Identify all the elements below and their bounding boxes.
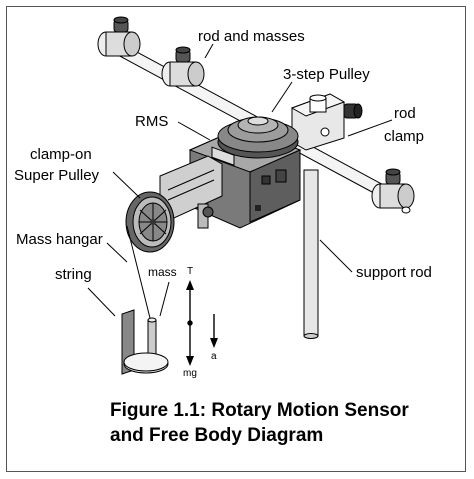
rod-mass-middle bbox=[161, 46, 205, 87]
label-rod-and-masses: rod and masses bbox=[198, 28, 305, 45]
rod-mass-left bbox=[97, 16, 141, 57]
label-string: string bbox=[55, 266, 92, 283]
label-rms: RMS bbox=[135, 113, 169, 130]
fbd-weight-label: mg bbox=[183, 368, 197, 379]
label-3-step-pulley: 3-step Pulley bbox=[283, 66, 370, 83]
free-body-diagram bbox=[186, 280, 218, 366]
three-step-pulley bbox=[217, 116, 299, 159]
figure-caption-line1: Figure 1.1: Rotary Motion Sensor bbox=[110, 400, 409, 421]
super-pulley-bracket bbox=[159, 155, 223, 229]
label-mass: mass bbox=[148, 265, 177, 279]
label-mass-hangar: Mass hangar bbox=[16, 231, 103, 248]
super-pulley-wheel bbox=[125, 191, 175, 253]
support-rod bbox=[303, 169, 319, 339]
rod-mass-right bbox=[371, 168, 415, 214]
string-line bbox=[126, 225, 151, 319]
label-super-pulley: Super Pulley bbox=[14, 167, 100, 184]
label-rod-clamp-line2: clamp bbox=[384, 128, 425, 145]
fbd-tension-label: T bbox=[187, 266, 194, 277]
label-support-rod: support rod bbox=[356, 264, 432, 281]
fbd-acceleration-label: a bbox=[211, 351, 217, 362]
mass-hanger bbox=[121, 309, 169, 375]
label-rod-clamp-line1: rod bbox=[394, 105, 416, 122]
rod-clamp bbox=[290, 93, 363, 151]
figure-frame bbox=[6, 6, 466, 472]
figure-caption-line2: and Free Body Diagram bbox=[110, 425, 324, 446]
leader-lines bbox=[87, 43, 393, 317]
label-clamp-on: clamp-on bbox=[30, 146, 92, 163]
